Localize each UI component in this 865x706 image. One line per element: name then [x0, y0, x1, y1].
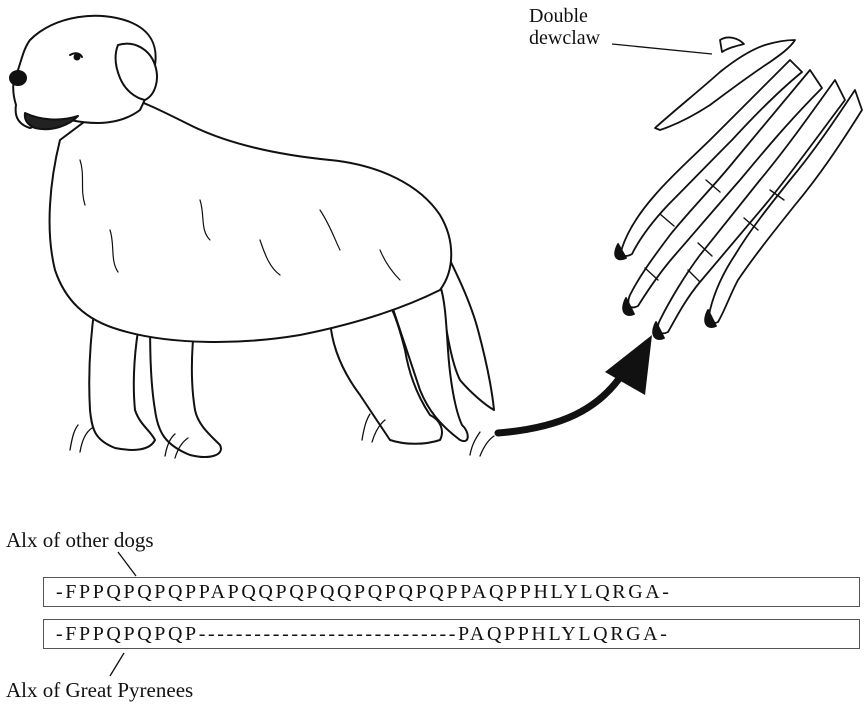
dewclaw-label: Double dewclaw: [529, 5, 600, 49]
sequence-box-pyrenees: -FPPQPQPQP----------------------------PA…: [43, 619, 860, 649]
dewclaw-label-line-2: dewclaw: [529, 27, 600, 49]
dog-illustration: [10, 16, 494, 458]
dewclaw-label-line-1: Double: [529, 5, 600, 27]
dewclaw-leader-line: [612, 44, 712, 54]
sequence-text-other: -FPPQPQPQPPAPQQPQPQQPQPQPQPPAQPPHLYLQRGA…: [56, 581, 672, 604]
paw-skeleton-icon: [615, 37, 862, 339]
sequence-label-other: Alx of other dogs: [6, 529, 154, 552]
curved-arrow-icon: [498, 335, 652, 433]
sequence-box-other: -FPPQPQPQPPAPQQPQPQQPQPQPQPPAQPPHLYLQRGA…: [43, 577, 860, 607]
sequence-label-pyrenees: Alx of Great Pyrenees: [6, 679, 193, 702]
leader-line-pyrenees: [110, 653, 124, 676]
leader-line-other: [118, 552, 136, 576]
sequence-text-pyrenees: -FPPQPQPQP----------------------------PA…: [56, 623, 669, 646]
illustration: [0, 0, 865, 500]
